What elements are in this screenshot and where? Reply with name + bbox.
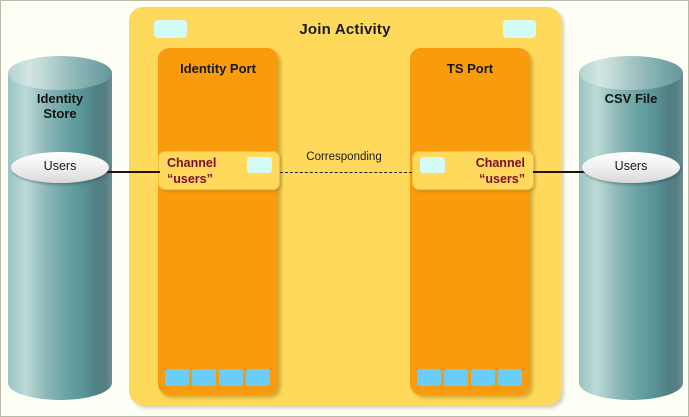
- port-chip-icon[interactable]: [471, 369, 495, 386]
- datastore-table-users[interactable]: Users: [11, 152, 109, 183]
- port-chip-icon[interactable]: [498, 369, 522, 386]
- port-chip-icon[interactable]: [219, 369, 243, 386]
- join-activity-title: Join Activity: [299, 21, 391, 38]
- ts-port-title: TS Port: [446, 61, 494, 76]
- cylinder-top-ellipse: [8, 56, 112, 90]
- channel-label-line1: Channel: [167, 156, 217, 170]
- datastore-label: Identity Store: [8, 91, 112, 121]
- join-activity-panel[interactable]: Join Activity Identity Port TS Port: [129, 7, 561, 405]
- datastore-identity-store[interactable]: Identity Store Users: [8, 56, 112, 400]
- datastore-table-label: Users: [614, 159, 648, 173]
- channel-chip-icon[interactable]: [247, 157, 272, 173]
- corresponding-dashed-connector: [280, 172, 412, 173]
- datastore-csv-file[interactable]: CSV File Users: [579, 56, 683, 400]
- identity-port-channel-users[interactable]: Channel “users”: [158, 151, 280, 190]
- channel-label: Channel “users”: [167, 155, 216, 187]
- datastore-label: CSV File: [579, 91, 683, 106]
- identity-port[interactable]: Identity Port: [158, 48, 278, 395]
- ts-port-channel-users[interactable]: Channel “users”: [412, 151, 534, 190]
- channel-label-line2: “users”: [479, 172, 525, 186]
- ts-port[interactable]: TS Port: [410, 48, 530, 395]
- header-chip-left-icon[interactable]: [154, 20, 187, 38]
- header-chip-right-icon[interactable]: [503, 20, 536, 38]
- port-chip-icon[interactable]: [246, 369, 270, 386]
- identity-port-title: Identity Port: [180, 61, 256, 76]
- channel-label: Channel “users”: [476, 155, 525, 187]
- connector-csv-file-to-channel: [533, 171, 589, 173]
- channel-chip-icon[interactable]: [420, 157, 445, 173]
- channel-label-line2: “users”: [167, 172, 213, 186]
- cylinder-bottom-ellipse: [579, 366, 683, 400]
- datastore-label-line1: Identity: [36, 91, 84, 106]
- datastore-label-line2: Store: [43, 106, 77, 121]
- datastore-label-line1: CSV File: [604, 91, 658, 106]
- ts-port-chip-strip: [417, 369, 522, 386]
- identity-port-chip-strip: [165, 369, 270, 386]
- corresponding-link-label: Corresponding: [306, 151, 382, 163]
- cylinder-body: [579, 73, 683, 383]
- datastore-table-users[interactable]: Users: [582, 152, 680, 183]
- port-chip-icon[interactable]: [444, 369, 468, 386]
- cylinder-top-ellipse: [579, 56, 683, 90]
- port-chip-icon[interactable]: [417, 369, 441, 386]
- cylinder-bottom-ellipse: [8, 366, 112, 400]
- port-chip-icon[interactable]: [165, 369, 189, 386]
- connector-identity-store-to-channel: [104, 171, 160, 173]
- cylinder-body: [8, 73, 112, 383]
- datastore-table-label: Users: [43, 159, 77, 173]
- port-chip-icon[interactable]: [192, 369, 216, 386]
- channel-label-line1: Channel: [475, 156, 525, 170]
